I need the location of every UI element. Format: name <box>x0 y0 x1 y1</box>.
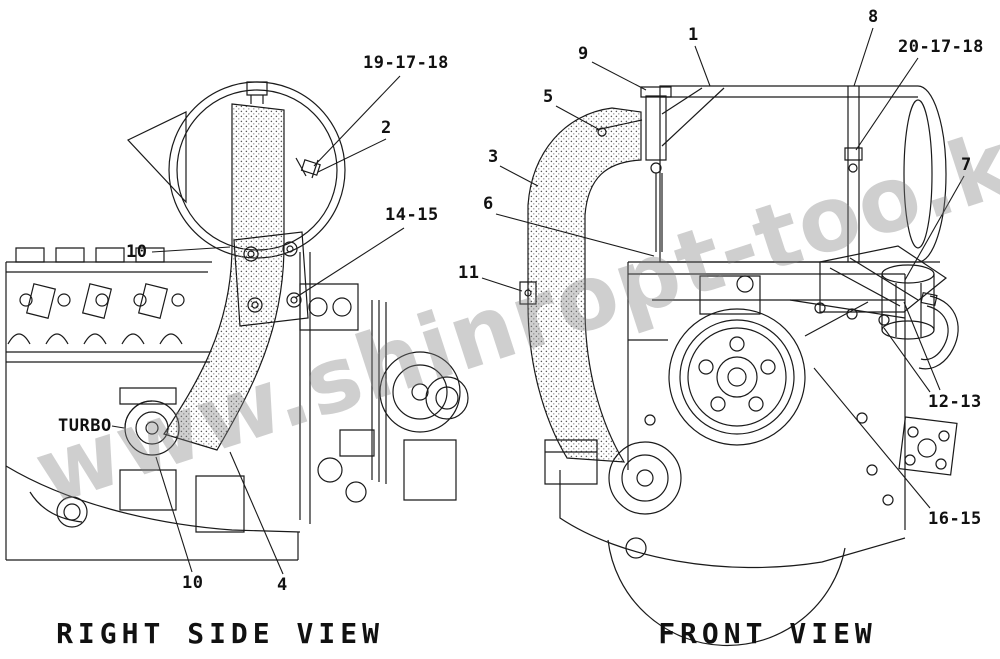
leader-line-19-17-18 <box>314 76 400 166</box>
turbocharger <box>120 388 179 455</box>
view-label-front: FRONT VIEW <box>658 617 877 650</box>
callout-10: 10 <box>182 573 204 593</box>
callout-3: 3 <box>488 147 499 167</box>
leader-line-turbo <box>112 426 124 428</box>
callout-20-17-18: 20-17-18 <box>898 37 984 57</box>
leader-line-11 <box>482 278 522 291</box>
leader-line-7 <box>905 176 964 280</box>
leader-line-3 <box>500 166 538 186</box>
leader-line-8 <box>854 28 873 86</box>
leader-lines <box>112 28 964 574</box>
air-cleaner-housing <box>660 86 946 262</box>
engine-block-left <box>6 248 212 560</box>
callout-14-15: 14-15 <box>385 205 439 225</box>
leader-line-2 <box>318 139 386 172</box>
engine-front <box>628 262 940 530</box>
callout-6: 6 <box>483 194 494 214</box>
leader-line-10 <box>152 247 230 252</box>
damper-pulley <box>669 309 805 445</box>
strap-bolt <box>845 148 862 172</box>
leader-line-9 <box>592 62 646 90</box>
intake-duct-front <box>528 108 641 462</box>
pump-flange <box>899 417 957 475</box>
leader-line-12-13 <box>904 302 940 390</box>
front-view-drawing <box>520 86 958 646</box>
callout-9: 9 <box>578 44 589 64</box>
callout-turbo: TURBO <box>58 416 112 436</box>
duct-bracket <box>520 282 536 304</box>
callout-19-17-18: 19-17-18 <box>363 53 449 73</box>
callout-7: 7 <box>961 155 972 175</box>
callout-5: 5 <box>543 87 554 107</box>
front-housing-pulleys <box>300 252 468 524</box>
callout-1: 1 <box>688 25 699 45</box>
inlet-pipe <box>641 87 671 252</box>
leader-line-12-13 <box>884 328 930 392</box>
leader-line-5 <box>556 106 600 130</box>
callout-2: 2 <box>381 118 392 138</box>
idler-pulley <box>609 442 681 514</box>
leader-line-14-15 <box>295 228 404 298</box>
lower-structure <box>545 440 905 646</box>
leader-line-6 <box>496 214 654 256</box>
mount-bracket <box>820 246 946 312</box>
hose-clamp <box>296 158 320 178</box>
duct-clamp <box>596 120 642 136</box>
callout-12-13: 12-13 <box>928 392 982 412</box>
callout-16-15: 16-15 <box>928 509 982 529</box>
leader-line-20-17-18 <box>856 58 918 150</box>
leader-line-1 <box>695 46 710 86</box>
leader-line-16-15 <box>814 368 930 508</box>
oil-filter <box>882 265 934 339</box>
oil-pan-left <box>6 466 300 560</box>
callout-10: 10 <box>126 242 148 262</box>
leader-line-10 <box>156 457 192 572</box>
leader-line-4 <box>230 452 283 574</box>
view-label-right-side: RIGHT SIDE VIEW <box>56 617 384 650</box>
right-side-view-drawing <box>6 82 468 560</box>
callout-11: 11 <box>458 263 480 283</box>
callout-8: 8 <box>868 7 879 27</box>
breather-hose <box>919 293 958 369</box>
mounting-plate <box>234 232 308 326</box>
callout-4: 4 <box>277 575 288 595</box>
intake-duct <box>164 104 284 450</box>
